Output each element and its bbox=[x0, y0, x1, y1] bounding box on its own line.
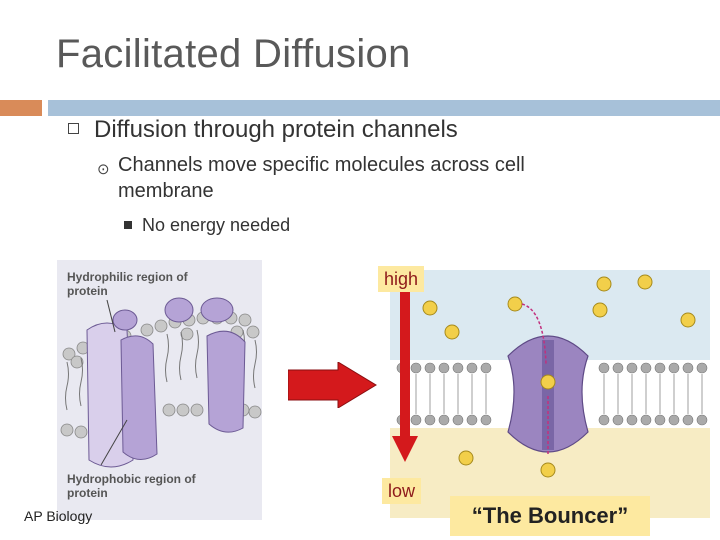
square-bullet-icon bbox=[68, 123, 79, 134]
membrane-protein-drawing bbox=[60, 297, 262, 468]
bullet-level2: Channels move specific molecules across … bbox=[118, 154, 525, 202]
channel-diagram bbox=[390, 270, 710, 518]
footer-course-label: AP Biology bbox=[24, 508, 93, 524]
title-rule-accent bbox=[0, 100, 42, 116]
circled-dot-bullet-icon: ⊙ bbox=[97, 161, 110, 178]
bullet-level3: No energy needed bbox=[142, 215, 291, 235]
channel-diagram-drawing bbox=[390, 270, 710, 518]
hydrophobic-region-label: Hydrophobic region of protein bbox=[67, 472, 196, 500]
slide-title: Facilitated Diffusion bbox=[56, 32, 411, 76]
bullet-level1: Diffusion through protein channels bbox=[94, 116, 458, 143]
gradient-low-label: low bbox=[382, 478, 422, 504]
title-rule bbox=[48, 100, 720, 116]
filled-square-bullet-icon bbox=[124, 221, 132, 229]
right-arrow-icon bbox=[288, 362, 377, 408]
hydrophilic-region-label: Hydrophilic region of protein bbox=[67, 270, 188, 298]
membrane-protein-illustration: Hydrophilic region of protein Hydrophobi… bbox=[57, 260, 262, 520]
bouncer-caption: “The Bouncer” bbox=[450, 496, 650, 536]
gradient-high-label: high bbox=[378, 266, 425, 292]
